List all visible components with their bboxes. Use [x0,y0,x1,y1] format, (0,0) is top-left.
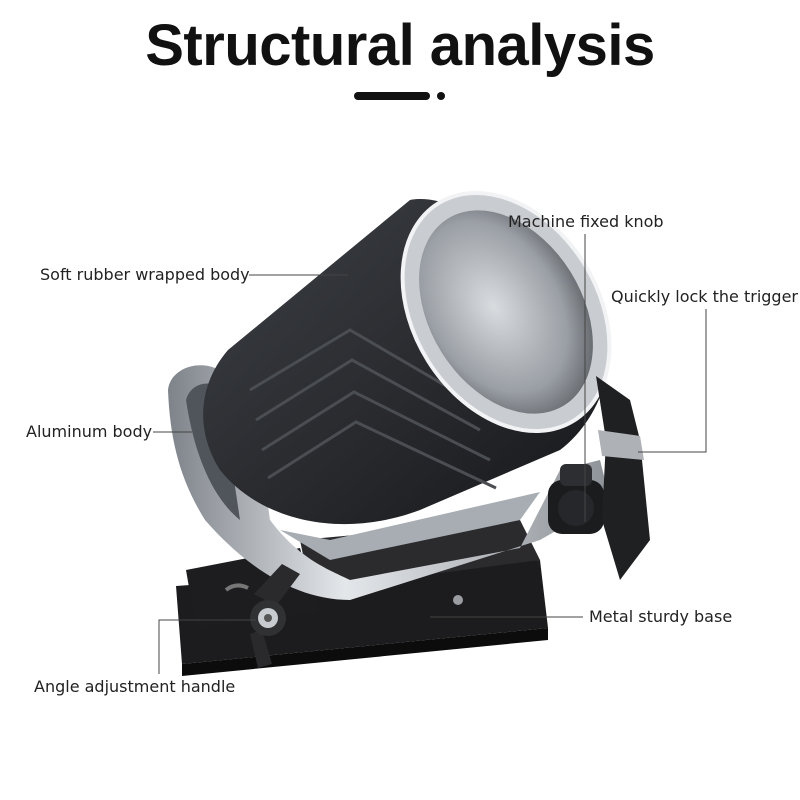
quick-lock-lever [596,376,650,580]
label-angle-handle: Angle adjustment handle [34,677,236,696]
angle-handle [250,564,300,668]
label-soft-rubber: Soft rubber wrapped body [40,265,250,284]
label-metal-base: Metal sturdy base [589,607,733,626]
leader-lines [153,234,707,674]
leader-quick-lock [638,309,707,453]
label-aluminum-body: Aluminum body [26,422,153,441]
title-underline [354,92,430,100]
leader-angle [158,619,256,674]
page-title: Structural analysis [145,13,655,78]
top-ring [400,191,612,433]
title-underline-dot [437,92,445,100]
label-quick-lock: Quickly lock the trigger [611,287,798,306]
label-machine-knob: Machine fixed knob [508,212,664,231]
